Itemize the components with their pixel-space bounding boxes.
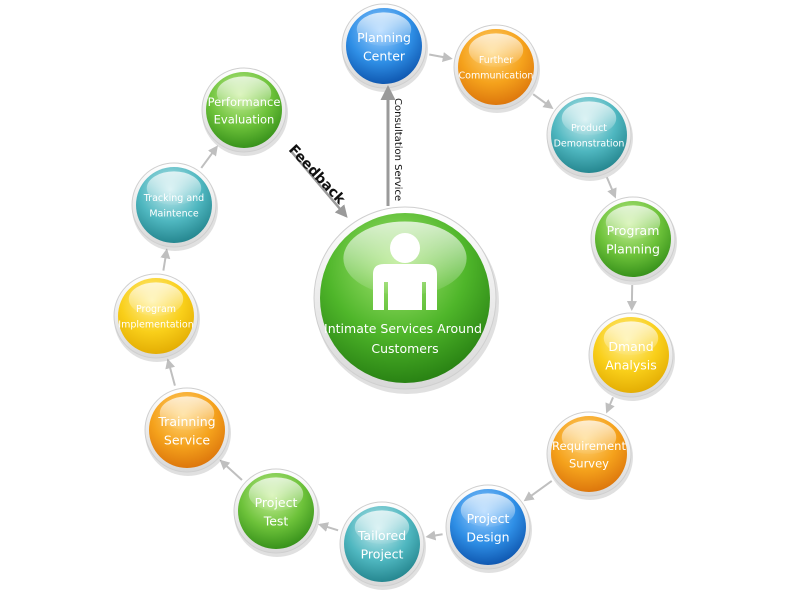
node-label-line: Product xyxy=(571,123,607,134)
node-label-line: Program xyxy=(136,304,176,315)
ring-arrow xyxy=(606,176,617,199)
node-label-line: Maintence xyxy=(149,209,198,220)
node-gloss xyxy=(354,510,410,544)
ring-arrow xyxy=(165,358,176,386)
node-label-line: Test xyxy=(263,514,289,529)
node-gloss xyxy=(460,493,516,527)
node-gloss xyxy=(159,396,215,431)
node-label-line: Survey xyxy=(569,457,609,471)
node-label-line: Dmand xyxy=(608,339,653,354)
node-label-line: Tracking and xyxy=(143,193,204,204)
consultation-edge: Consultation Service xyxy=(380,85,403,206)
node-gloss xyxy=(146,171,202,205)
node-gloss xyxy=(468,33,524,67)
node-gloss xyxy=(356,12,412,46)
node-label-line: Service xyxy=(164,433,211,448)
feedback-edge: Feedback xyxy=(285,142,348,218)
ring-arrow xyxy=(425,530,443,541)
node-gloss xyxy=(128,282,184,317)
node-label-line: Project xyxy=(255,495,298,510)
node-gloss xyxy=(605,205,661,239)
ring-arrow xyxy=(160,248,171,271)
node-label-line: Implementation xyxy=(118,320,193,331)
ring-arrow xyxy=(318,522,339,532)
node-label-line: Analysis xyxy=(605,358,657,373)
ring-arrow xyxy=(532,93,554,110)
node-label-line: Tailored xyxy=(357,528,406,543)
node-label-line: Project xyxy=(467,511,510,526)
node-gloss xyxy=(603,321,659,356)
person-icon xyxy=(373,233,437,310)
feedback-label: Feedback xyxy=(285,142,348,208)
node-label-line: Further xyxy=(479,55,513,66)
node-gloss xyxy=(248,477,304,512)
node-gloss xyxy=(561,101,617,135)
node-label-line: Trainning xyxy=(157,414,215,429)
ring-arrow xyxy=(200,145,218,169)
center-label: Intimate Services Around Customers xyxy=(324,321,486,356)
center-label-line: Intimate Services Around xyxy=(324,321,482,336)
feedback-arrow xyxy=(289,149,348,218)
node-label-line: Evaluation xyxy=(214,113,275,127)
node-label-line: Planning xyxy=(357,30,411,45)
ring-arrow xyxy=(219,459,243,481)
node-gloss xyxy=(561,420,617,455)
node-label-line: Communication xyxy=(459,71,534,82)
node-label-line: Project xyxy=(361,547,404,562)
node-label-line: Design xyxy=(466,530,509,545)
node-label-line: Center xyxy=(363,49,406,64)
node-label-line: Planning xyxy=(606,242,660,257)
ring-arrow xyxy=(523,480,553,502)
center-label-line: Customers xyxy=(371,341,438,356)
node-label-line: Program xyxy=(607,223,660,238)
ring-arrow xyxy=(605,396,615,414)
node-label-line: Performance xyxy=(208,95,281,109)
person-body xyxy=(373,264,437,310)
node-label-line: Requirement xyxy=(552,439,626,453)
person-head xyxy=(390,233,420,263)
consultation-service-label: Consultation Service xyxy=(392,98,403,201)
ring-arrows xyxy=(160,52,637,541)
node-gloss xyxy=(216,76,272,110)
center-node: Intimate Services Around Customers xyxy=(313,206,499,394)
ring-arrow xyxy=(429,52,453,62)
node-label-line: Demonstration xyxy=(554,139,625,150)
